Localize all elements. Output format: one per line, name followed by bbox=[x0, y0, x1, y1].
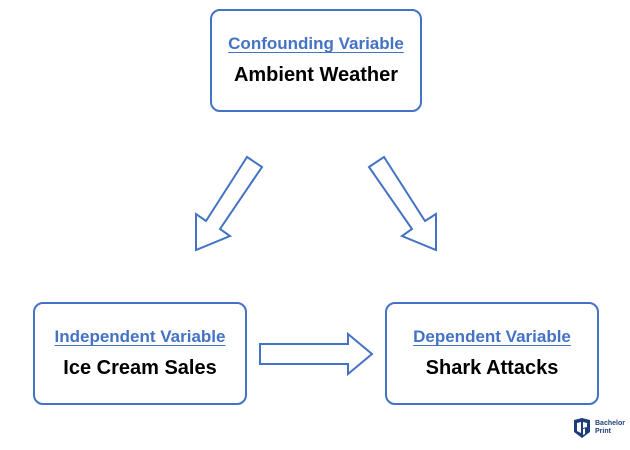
logo-text-line2: Print bbox=[595, 428, 611, 435]
dependent-variable-label: Dependent Variable bbox=[413, 327, 571, 347]
confounding-variable-name: Ambient Weather bbox=[233, 63, 399, 86]
confounding-variable-label: Confounding Variable bbox=[228, 34, 404, 54]
confounding-variable-box: Confounding Variable Ambient Weather bbox=[210, 9, 422, 112]
independent-variable-label: Independent Variable bbox=[54, 327, 226, 347]
dependent-variable-name: Shark Attacks bbox=[425, 356, 559, 379]
arrow-top-to-right bbox=[367, 155, 437, 252]
independent-variable-name: Ice Cream Sales bbox=[63, 356, 217, 379]
logo-text-line1: Bachelor bbox=[595, 420, 625, 427]
logo-wordmark: Bachelor Print bbox=[595, 420, 625, 436]
logo-mark-icon bbox=[574, 418, 590, 438]
dependent-variable-box: Dependent Variable Shark Attacks bbox=[385, 302, 599, 405]
bachelorprint-logo: Bachelor Print bbox=[572, 415, 626, 441]
arrow-left-to-right bbox=[259, 331, 374, 377]
arrow-top-to-left bbox=[195, 155, 264, 252]
independent-variable-box: Independent Variable Ice Cream Sales bbox=[33, 302, 247, 405]
